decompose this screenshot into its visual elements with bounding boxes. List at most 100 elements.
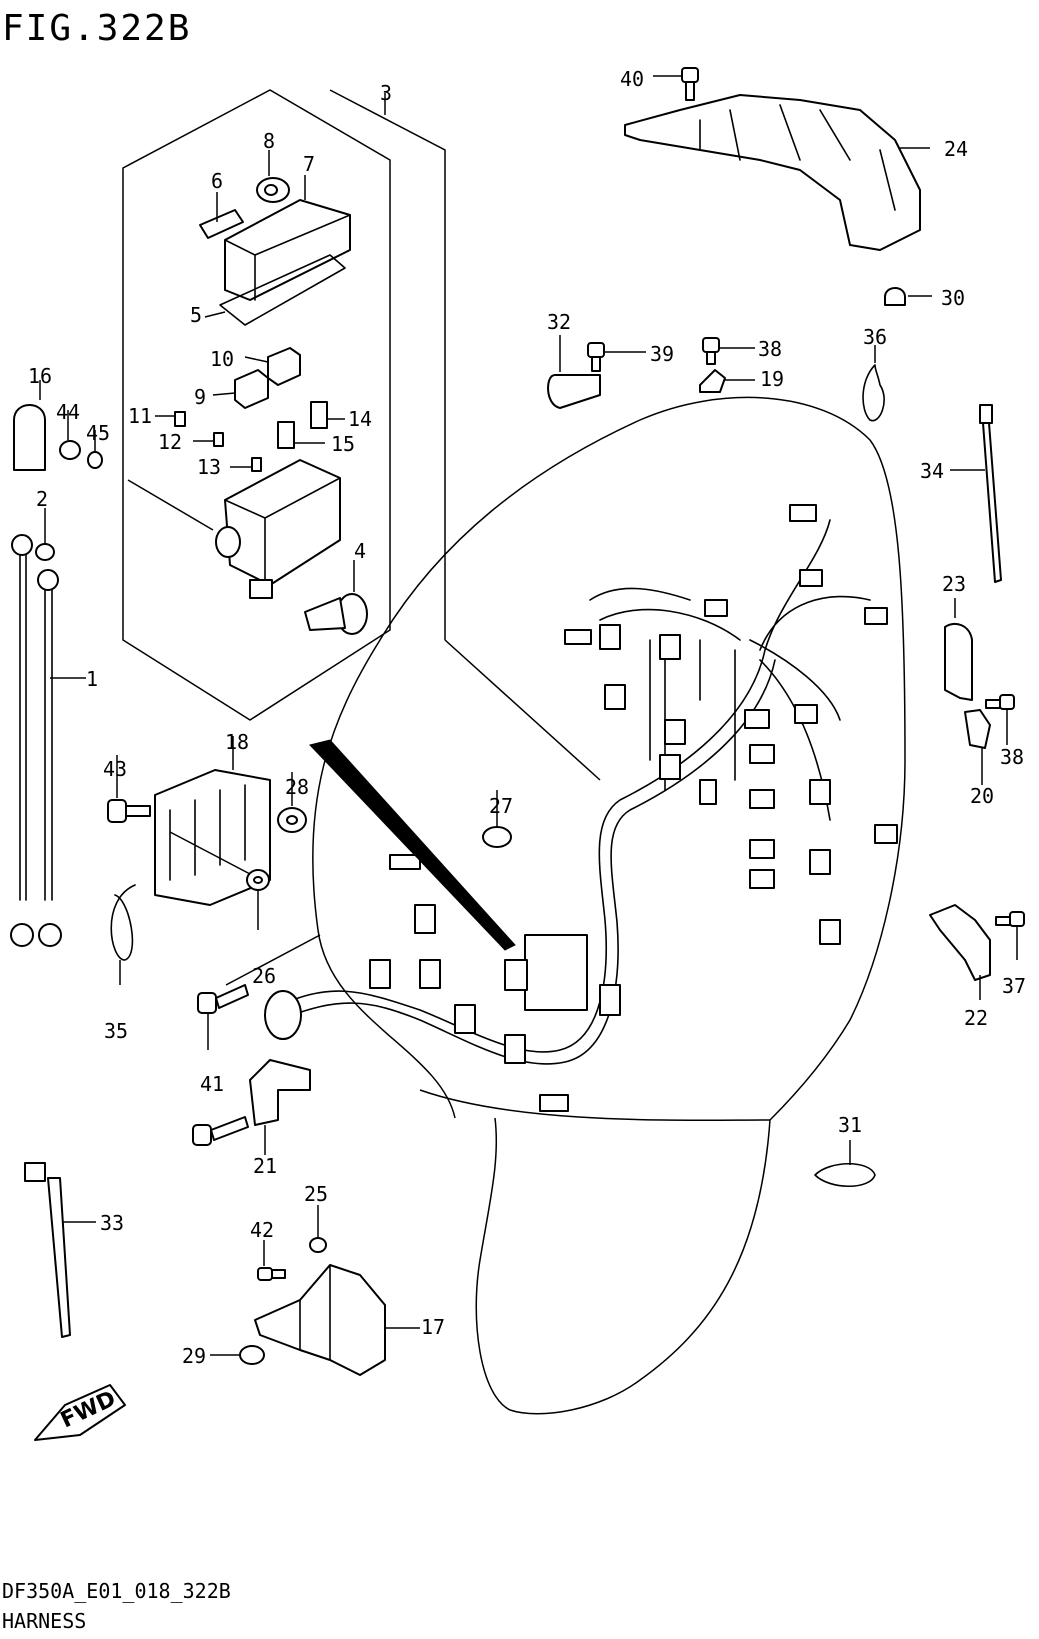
callout-41: 41 bbox=[200, 1072, 224, 1096]
clamp-part-35 bbox=[110, 884, 136, 985]
cable-tie-part-33 bbox=[24, 1162, 96, 1338]
maxi-fuse-part-15 bbox=[277, 421, 325, 449]
wiring-harness-main bbox=[264, 504, 898, 1112]
harness-holder-part-24 bbox=[624, 94, 930, 251]
cap-part-30 bbox=[884, 287, 932, 306]
clamp-part-32 bbox=[547, 335, 601, 409]
callout-25: 25 bbox=[304, 1182, 328, 1206]
relay-part-9 bbox=[212, 369, 269, 409]
callout-39: 39 bbox=[650, 342, 674, 366]
callout-37: 37 bbox=[1002, 974, 1026, 998]
callout-14: 14 bbox=[348, 407, 372, 431]
bracket-part-21 bbox=[192, 1059, 311, 1155]
section-name: HARNESS bbox=[2, 1609, 86, 1633]
fuse-box-body bbox=[127, 459, 341, 599]
callout-18: 18 bbox=[225, 730, 249, 754]
callout-5: 5 bbox=[190, 303, 202, 327]
callout-44: 44 bbox=[56, 400, 80, 424]
bolt-part-41 bbox=[197, 934, 321, 1050]
cable-tie-part-34 bbox=[950, 404, 1002, 583]
callout-21: 21 bbox=[253, 1154, 277, 1178]
callout-8: 8 bbox=[263, 129, 275, 153]
bolt-part-39 bbox=[587, 342, 646, 372]
maxi-fuse-part-14 bbox=[310, 401, 345, 429]
callout-40: 40 bbox=[620, 67, 644, 91]
callout-4: 4 bbox=[354, 539, 366, 563]
kit-bracket-tail bbox=[444, 639, 601, 781]
gasket-part-5 bbox=[204, 254, 346, 326]
bolt-part-38-right bbox=[985, 694, 1015, 745]
callout-3: 3 bbox=[380, 81, 392, 105]
callout-12: 12 bbox=[158, 430, 182, 454]
callout-13: 13 bbox=[197, 455, 221, 479]
boot-part-4 bbox=[304, 560, 368, 635]
washer-part-26 bbox=[169, 831, 270, 930]
callout-22: 22 bbox=[964, 1006, 988, 1030]
nut-part-2 bbox=[35, 508, 55, 561]
callout-31: 31 bbox=[838, 1113, 862, 1137]
engine-cover-outline bbox=[312, 396, 906, 1415]
screw-part-42 bbox=[257, 1240, 286, 1281]
callout-42: 42 bbox=[250, 1218, 274, 1242]
bracket-part-22 bbox=[929, 904, 991, 1000]
callout-20: 20 bbox=[970, 784, 994, 808]
harness-bracket-part-17 bbox=[254, 1264, 420, 1376]
fwd-arrow: FWD bbox=[34, 1384, 126, 1441]
fuse-box-cover-part-7 bbox=[224, 175, 351, 301]
washer-part-45 bbox=[87, 430, 103, 469]
nut-part-44 bbox=[59, 410, 81, 460]
callout-38-right: 38 bbox=[1000, 745, 1024, 769]
kit-bracket-line bbox=[329, 89, 446, 640]
bolt-part-37 bbox=[995, 911, 1025, 960]
callout-35: 35 bbox=[104, 1019, 128, 1043]
callout-27: 27 bbox=[489, 794, 513, 818]
callout-19: 19 bbox=[760, 367, 784, 391]
callout-7: 7 bbox=[303, 152, 315, 176]
cover-lower-line bbox=[419, 1089, 771, 1121]
callout-10: 10 bbox=[210, 347, 234, 371]
clamp-part-31 bbox=[814, 1140, 876, 1187]
spacer-part-20 bbox=[964, 709, 991, 785]
callout-34: 34 bbox=[920, 459, 944, 483]
callout-11: 11 bbox=[128, 404, 152, 428]
callout-36: 36 bbox=[863, 325, 887, 349]
fuse-box-kit-outline bbox=[122, 89, 391, 721]
grommet-part-8 bbox=[256, 150, 290, 203]
callout-9: 9 bbox=[194, 385, 206, 409]
clamp-part-36 bbox=[862, 345, 885, 422]
callout-29: 29 bbox=[182, 1344, 206, 1368]
pointer-arrow bbox=[309, 739, 516, 951]
grommet-part-29 bbox=[210, 1345, 265, 1365]
fuse-part-12 bbox=[193, 432, 224, 447]
bolt-part-38-top bbox=[702, 337, 755, 365]
callout-17: 17 bbox=[421, 1315, 445, 1339]
bolt-part-43 bbox=[107, 755, 151, 823]
spacer-part-19 bbox=[699, 369, 755, 393]
grommet-part-28 bbox=[277, 772, 307, 833]
callout-38-top: 38 bbox=[758, 337, 782, 361]
callout-1: 1 bbox=[86, 667, 98, 691]
callout-15: 15 bbox=[331, 432, 355, 456]
battery-cable-part-1 bbox=[10, 534, 86, 947]
cap-part-16 bbox=[13, 380, 46, 471]
callout-30: 30 bbox=[941, 286, 965, 310]
callout-28: 28 bbox=[285, 775, 309, 799]
nut-part-25 bbox=[309, 1205, 327, 1253]
callout-45: 45 bbox=[86, 421, 110, 445]
drawing-code: DF350A_E01_018_322B bbox=[2, 1579, 231, 1603]
fuse-part-11 bbox=[155, 411, 186, 427]
callout-6: 6 bbox=[211, 169, 223, 193]
callout-32: 32 bbox=[547, 310, 571, 334]
figure-title: FIG.322B bbox=[2, 8, 191, 49]
callout-26: 26 bbox=[252, 964, 276, 988]
bracket-part-23 bbox=[944, 598, 973, 701]
callout-2: 2 bbox=[36, 487, 48, 511]
fuse-part-13 bbox=[230, 457, 262, 472]
callout-24: 24 bbox=[944, 137, 968, 161]
callout-43: 43 bbox=[103, 757, 127, 781]
clip-part-6 bbox=[199, 192, 244, 239]
callout-16: 16 bbox=[28, 364, 52, 388]
callout-23: 23 bbox=[942, 572, 966, 596]
sleeve-part-27 bbox=[482, 790, 512, 848]
